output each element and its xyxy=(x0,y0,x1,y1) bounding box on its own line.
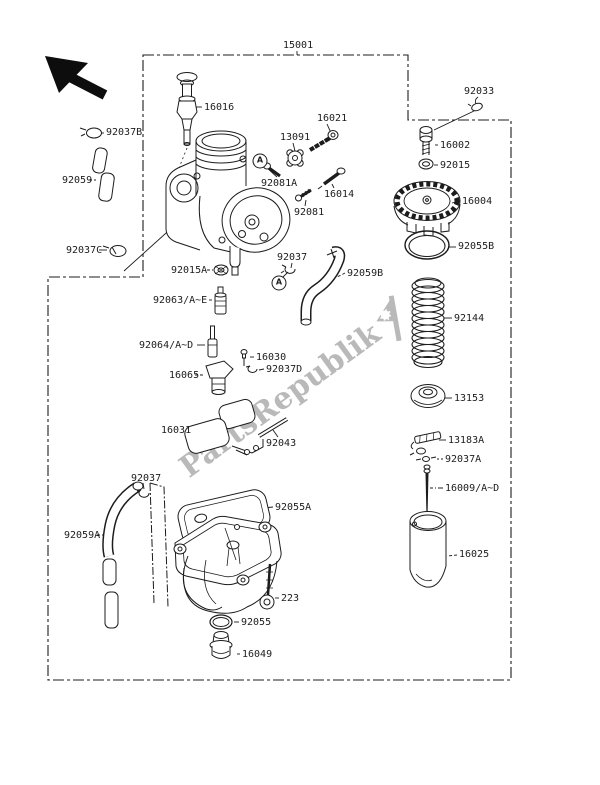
part-16014-screw xyxy=(317,167,346,190)
part-callout-16065: 16065 xyxy=(169,370,200,381)
direction-arrow-icon xyxy=(45,56,108,100)
part-callout-16025: 16025 xyxy=(459,549,490,560)
part-callout-16014: 16014 xyxy=(324,189,355,200)
part-callout-92015A: 92015A xyxy=(171,265,208,276)
part-16009-jet-needle xyxy=(423,464,431,522)
part-223-screw xyxy=(259,563,275,610)
part-92037-clip-mid xyxy=(280,264,296,274)
part-callout-92059A: 92059A xyxy=(64,530,101,541)
part-13091 xyxy=(286,149,304,167)
part-92081-screw xyxy=(295,188,312,202)
part-callout-92059: 92059 xyxy=(62,175,93,186)
part-92059A-hose xyxy=(102,481,144,629)
part-92033-clip xyxy=(467,102,483,112)
part-16031-float xyxy=(184,398,264,456)
part-callout-92081: 92081 xyxy=(294,207,325,218)
part-callout-92064AD: 92064/A~D xyxy=(139,340,194,351)
part-callout-16009AD: 16009/A~D xyxy=(445,483,500,494)
part-92064-jet xyxy=(207,325,218,358)
part-callout-92033: 92033 xyxy=(464,86,495,97)
part-92015A-nut xyxy=(213,264,229,276)
part-callout-92063AE: 92063/A~E xyxy=(153,295,208,306)
part-92043-pin xyxy=(257,417,289,438)
part-callout-92043: 92043 xyxy=(266,438,297,449)
part-92059-hose xyxy=(92,147,115,202)
part-callout-92037-1: 92037 xyxy=(277,252,308,263)
part-callout-92037B: 92037B xyxy=(106,127,143,138)
part-callout-92037C: 92037C xyxy=(66,245,103,256)
part-callout-92037A: 92037A xyxy=(445,454,482,465)
part-carburetor-body xyxy=(165,130,291,276)
part-16065-holder xyxy=(205,360,234,395)
part-16030-screw xyxy=(240,349,248,366)
part-callout-92055A: 92055A xyxy=(275,502,312,513)
part-callout-13153: 13153 xyxy=(454,393,485,404)
part-callout-13183A: 13183A xyxy=(448,435,485,446)
part-92055B-oring xyxy=(404,230,450,260)
part-16002-screw xyxy=(419,126,433,155)
part-16049-plug xyxy=(209,631,233,659)
part-callout-92055B: 92055B xyxy=(458,241,495,252)
part-callout-92037D: 92037D xyxy=(266,364,303,375)
part-callout-16002: 16002 xyxy=(440,140,471,151)
part-92037C-clip xyxy=(102,245,127,257)
part-13183A-clip xyxy=(409,431,442,456)
part-callout-15001: 15001 xyxy=(283,40,314,51)
part-92037D-clip xyxy=(245,365,258,373)
part-callout-92059B: 92059B xyxy=(347,268,384,279)
part-callout-92144: 92144 xyxy=(454,313,485,324)
part-callout-16030: 16030 xyxy=(256,352,287,363)
part-callout-223: 223 xyxy=(281,593,300,604)
view-marker-A-2: A xyxy=(271,275,287,291)
part-backing-plate xyxy=(149,482,169,608)
part-callout-92037-2: 92037 xyxy=(131,473,162,484)
part-callout-16049: 16049 xyxy=(242,649,273,660)
part-92059B-hose xyxy=(300,246,346,326)
part-callout-16016: 16016 xyxy=(204,102,235,113)
part-callout-16021: 16021 xyxy=(317,113,348,124)
part-16021-screw xyxy=(308,130,339,152)
part-float-bowl xyxy=(173,515,282,614)
view-marker-A-1: A xyxy=(252,153,268,169)
part-callout-92015: 92015 xyxy=(440,160,471,171)
part-16025-throttle-slide xyxy=(409,511,447,588)
part-92037-clip-low xyxy=(136,489,150,498)
part-92144-spring xyxy=(411,277,445,369)
part-92015-nut xyxy=(418,158,434,170)
part-callout-16004: 16004 xyxy=(462,196,493,207)
diagram-border xyxy=(47,54,512,681)
part-callout-16031: 16031 xyxy=(161,425,192,436)
part-13153-washer xyxy=(410,384,446,408)
part-92063-jet xyxy=(214,286,227,315)
part-92037A-clip xyxy=(415,456,437,462)
part-16004-cap xyxy=(393,181,461,237)
part-callout-92081A: 92081A xyxy=(261,178,298,189)
part-92055-oring xyxy=(209,614,233,630)
part-callout-13091: 13091 xyxy=(280,132,311,143)
part-92037B-clip xyxy=(79,127,102,139)
part-callout-92055: 92055 xyxy=(241,617,272,628)
